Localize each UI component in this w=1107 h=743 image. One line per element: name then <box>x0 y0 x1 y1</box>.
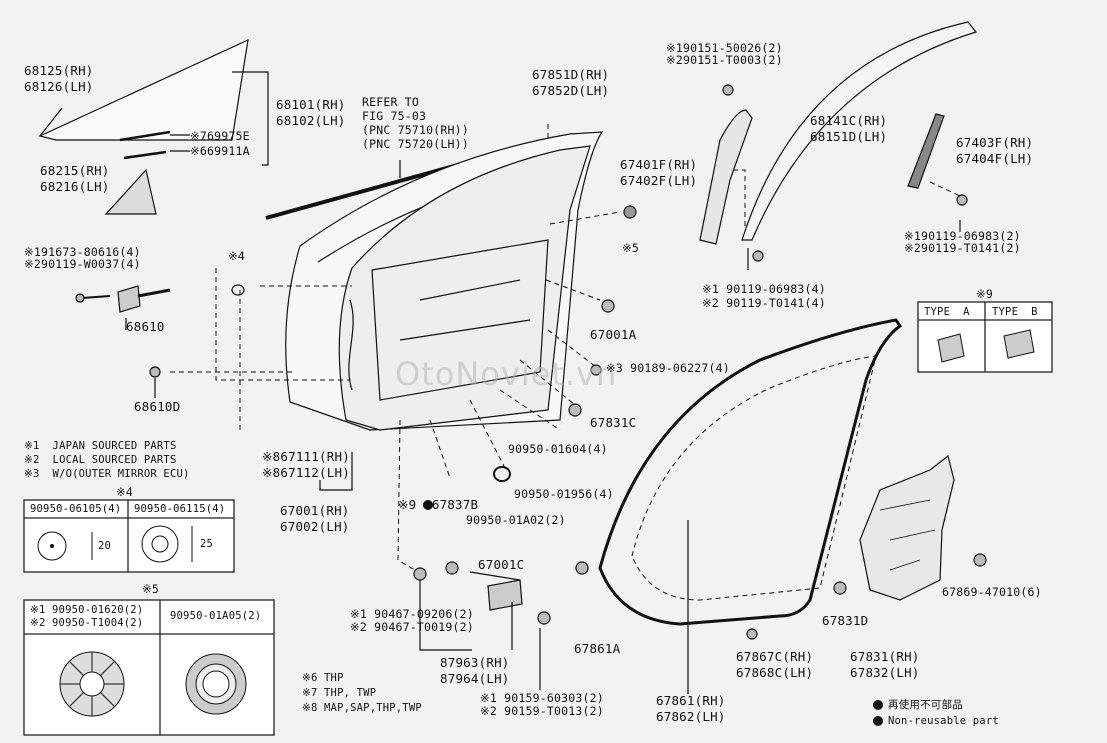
lock-actuator <box>487 579 523 611</box>
ref-9-table-title: ※9 <box>976 287 993 301</box>
ref-5-marker: ※5 <box>622 241 639 255</box>
label-90119-06983-4: ※1 90119-06983(4) <box>702 282 826 296</box>
table4-col1-header: 90950-06105(4) <box>30 503 122 515</box>
label-68610: 68610 <box>126 319 165 334</box>
label-67851D: 67851D(RH) <box>532 67 610 82</box>
label-67832: 67832(LH) <box>850 665 920 680</box>
table-4-drawing <box>23 499 235 573</box>
refer-line-3: (PNC 75710(RH)) <box>362 123 469 137</box>
label-90159-60303: ※1 90159-60303(2) <box>480 691 604 705</box>
label-90151-T0003: ※290151-T0003(2) <box>666 53 783 67</box>
table5-col2-header: 90950-01A05(2) <box>170 610 262 622</box>
label-68141C: 68141C(RH) <box>810 113 888 128</box>
note-thp: ※6 THP <box>302 672 344 684</box>
label-67852D: 67852D(LH) <box>532 83 610 98</box>
label-67401F: 67401F(RH) <box>620 157 698 172</box>
ref-4-table-title: ※4 <box>116 485 133 499</box>
note-thp-twp: ※7 THP, TWP <box>302 687 377 699</box>
label-90151-50026: ※190151-50026(2) <box>666 41 783 55</box>
quarter-glass <box>104 168 157 215</box>
label-67831C: 67831C <box>590 415 637 430</box>
label-90950-01604: 90950-01604(4) <box>508 442 608 456</box>
label-67867C: 67867C(RH) <box>736 649 814 664</box>
hinge-upper <box>117 285 141 313</box>
label-67404F: 67404F(LH) <box>956 151 1034 166</box>
label-69911A: ※669911A <box>190 144 250 158</box>
type-a-header: TYPE A <box>924 306 970 318</box>
service-hole-cover <box>859 454 955 601</box>
ref-5-table-title: ※5 <box>142 582 159 596</box>
label-67001C: 67001C <box>478 557 525 572</box>
ref-4-marker: ※4 <box>228 249 245 263</box>
rear-sash <box>907 113 945 189</box>
label-67869-47010: 67869-47010(6) <box>942 585 1042 599</box>
note-local-sourced: ※2 LOCAL SOURCED PARTS <box>24 454 177 466</box>
upper-frame-moulding <box>741 21 978 241</box>
label-68102: 68102(LH) <box>276 113 346 128</box>
label-67831D: 67831D <box>822 613 869 628</box>
label-67403F: 67403F(RH) <box>956 135 1034 150</box>
label-90119-06983-2: ※190119-06983(2) <box>904 229 1021 243</box>
door-glass <box>38 38 249 141</box>
table5-col1-line1: ※1 90950-01620(2) <box>30 604 144 616</box>
refer-line-2: FIG 75-03 <box>362 109 427 123</box>
label-90119-W0037: ※290119-W0037(4) <box>24 257 141 271</box>
label-90119-T0141-2: ※290119-T0141(2) <box>904 241 1021 255</box>
label-90950-01956: 90950-01956(4) <box>514 487 614 501</box>
label-68216: 68216(LH) <box>40 179 110 194</box>
note-japan-sourced: ※1 JAPAN SOURCED PARTS <box>24 440 177 452</box>
label-67402F: 67402F(LH) <box>620 173 698 188</box>
label-67837B: ※9 ●67837B <box>398 497 479 512</box>
label-67001A: 67001A <box>590 327 637 342</box>
label-87964: 87964(LH) <box>440 671 510 686</box>
table-9-drawing <box>917 301 1053 373</box>
label-68215: 68215(RH) <box>40 163 110 178</box>
door-inner-frame <box>338 145 591 431</box>
legend-nonreusable-jp: 再使用不可部品 <box>888 699 963 711</box>
label-87963: 87963(RH) <box>440 655 510 670</box>
table4-dim-20: 20 <box>98 540 112 552</box>
refer-line-4: (PNC 75720(LH)) <box>362 137 469 151</box>
door-weatherstrip <box>598 318 903 626</box>
label-68126: 68126(LH) <box>24 79 94 94</box>
label-67861: 67861(RH) <box>656 693 726 708</box>
label-90159-T0013: ※2 90159-T0013(2) <box>480 704 604 718</box>
label-67001: 67001(RH) <box>280 503 350 518</box>
label-67111: ※867111(RH) <box>262 449 350 464</box>
refer-line-1: REFER TO <box>362 95 419 109</box>
label-69975E: ※769975E <box>190 129 250 143</box>
label-68610D: 68610D <box>134 399 181 414</box>
label-67002: 67002(LH) <box>280 519 350 534</box>
type-b-header: TYPE B <box>992 306 1038 318</box>
watermark: OtoNoviet.vn <box>395 355 618 393</box>
table4-dim-25: 25 <box>200 538 214 550</box>
label-68125: 68125(RH) <box>24 63 94 78</box>
label-67831: 67831(RH) <box>850 649 920 664</box>
table5-col1-line2: ※2 90950-T1004(2) <box>30 617 144 629</box>
label-67868C: 67868C(LH) <box>736 665 814 680</box>
table4-col2-header: 90950-06115(4) <box>134 503 226 515</box>
run-channel-front <box>699 109 753 245</box>
note-outer-mirror: ※3 W/O(OUTER MIRROR ECU) <box>24 468 190 480</box>
note-map-sap: ※8 MAP,SAP,THP,TWP <box>302 702 422 714</box>
label-91673-80616: ※191673-80616(4) <box>24 245 141 259</box>
label-90189-06227: ※3 90189-06227(4) <box>606 361 730 375</box>
label-90950-01A02: 90950-01A02(2) <box>466 513 566 527</box>
label-68101: 68101(RH) <box>276 97 346 112</box>
label-90467-T0019: ※2 90467-T0019(2) <box>350 620 474 634</box>
label-90467-09206: ※1 90467-09206(2) <box>350 607 474 621</box>
label-67862: 67862(LH) <box>656 709 726 724</box>
legend-nonreusable-en: Non-reusable part <box>888 715 999 727</box>
table-5-drawing <box>23 599 275 736</box>
label-67112: ※867112(LH) <box>262 465 350 480</box>
label-90119-T0141-4: ※2 90119-T0141(4) <box>702 296 826 310</box>
label-67861A: 67861A <box>574 641 621 656</box>
label-68151D: 68151D(LH) <box>810 129 888 144</box>
